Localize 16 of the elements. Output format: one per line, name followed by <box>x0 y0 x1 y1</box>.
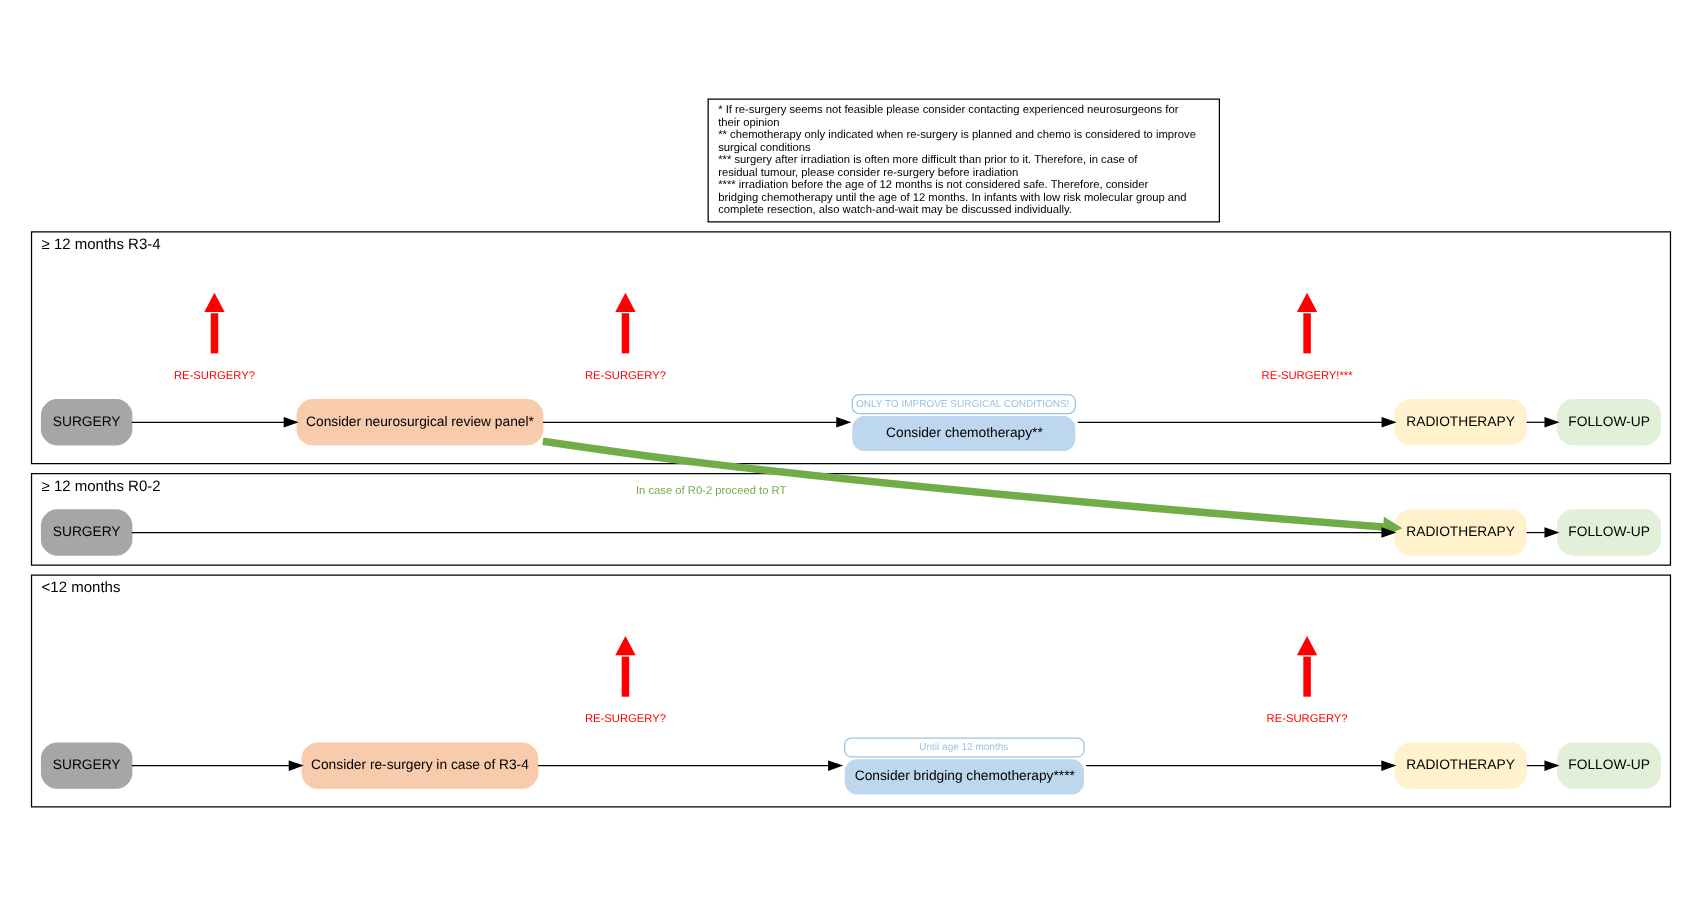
arrow <box>131 526 1397 537</box>
arrow <box>131 416 299 427</box>
arrow <box>1296 634 1318 696</box>
arrow <box>1526 759 1560 770</box>
arrow <box>615 634 636 696</box>
arrow <box>542 416 852 427</box>
arrow <box>542 436 1403 536</box>
arrow <box>1526 416 1560 427</box>
arrow <box>131 759 304 770</box>
arrow <box>1077 416 1397 427</box>
arrow <box>1085 759 1397 770</box>
arrow <box>204 291 225 353</box>
arrow <box>1296 291 1318 353</box>
arrow <box>1526 526 1560 537</box>
arrow <box>615 291 636 353</box>
arrow <box>537 759 844 770</box>
